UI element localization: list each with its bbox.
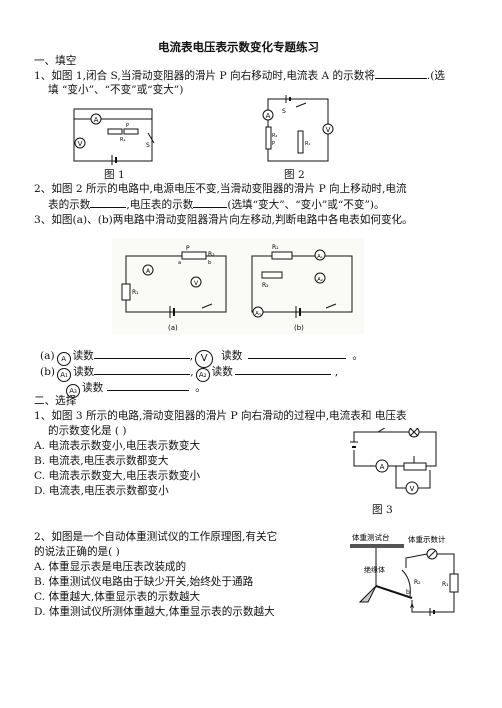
- section-choice: 二、选择: [34, 395, 77, 407]
- q2-blank-current[interactable]: [90, 197, 127, 208]
- page-title: 电流表电压表示数变化专题练习: [158, 40, 319, 54]
- figure-3-circuit: A V: [350, 428, 437, 495]
- ammeter-a1-icon: A₁: [57, 368, 72, 382]
- figure-1-caption: 图 1: [104, 169, 125, 181]
- fig1-p-label: P: [126, 123, 129, 129]
- q3-text: 3、如图(a)、(b)两电路中滑动变阻器滑片向左移动,判断电路中各电表如何变化。: [34, 214, 413, 226]
- q2-blank-voltage[interactable]: [193, 197, 228, 208]
- ammeter-a-icon: A: [56, 352, 71, 366]
- fig2-p-label: P: [272, 141, 275, 147]
- fig3a-r1-label: R₁: [132, 289, 139, 296]
- answer-a-ammeter-blank[interactable]: [93, 348, 190, 359]
- fig1-voltmeter-label: V: [78, 140, 83, 148]
- figure-2-caption: 图 2: [284, 169, 305, 181]
- fig5-b-label: b: [406, 589, 410, 596]
- q4-option-b[interactable]: B. 电流表,电压表示数都变大: [34, 455, 169, 467]
- q5-option-b[interactable]: B. 体重测试仪电路由于缺少开关,始终处于通路: [34, 576, 254, 588]
- q4-option-a[interactable]: A. 电流表示数变小,电压表示数变大: [34, 440, 201, 452]
- answer-b-a1-blank[interactable]: [94, 364, 191, 375]
- fig3a-ammeter-label: A: [146, 268, 151, 275]
- fig3a-r2-label: R₂: [208, 251, 215, 258]
- fig5-r1-label: R₁: [442, 581, 449, 588]
- q5-text: 2、如图是一个自动体重测试仪的工作原理图,有关它: [34, 531, 278, 543]
- q1-answer-blank[interactable]: [374, 68, 427, 79]
- fig5-meter-label: 体重示数计: [408, 534, 446, 544]
- fig3b-a2-label: A₂: [317, 277, 322, 283]
- q5-option-c[interactable]: C. 体重越大,体重显示表的示数越大: [34, 591, 201, 603]
- fig2-switch-label: S: [282, 108, 286, 115]
- figure-1-circuit: A R₁ P V S: [73, 108, 155, 165]
- fig3a-b-label: b: [208, 260, 211, 266]
- fig1-switch-label: S: [146, 142, 150, 149]
- fig3a-p-label: P: [186, 245, 190, 252]
- fig3b-a1-label: A₁: [317, 254, 322, 260]
- q4-option-c[interactable]: C. 电流表示数变大,电压表示数变小: [34, 470, 201, 482]
- q4-text-2: 的示数变化是 ( ): [48, 425, 127, 437]
- q5-text-2: 的说法正确的是( ): [34, 546, 120, 558]
- fig5-a-label: A: [410, 603, 415, 610]
- q1-hint: 填 “变小”、“不变”或“变大”): [48, 84, 184, 96]
- fig1-r1-label: R₁: [120, 137, 125, 143]
- fig5-r2-label: R₂: [414, 579, 421, 586]
- q4-text: 1、如图 3 所示的电路,滑动变阻器的滑片 P 向右滑动的过程中,电流表和 电压…: [34, 410, 407, 422]
- fig3a-a-label: a: [178, 260, 181, 266]
- fig3b-a3-label: A₃: [255, 311, 260, 317]
- figure-weight-tester: 体重测试台 绝缘体 体重示数计 R₁ R₂ b A: [350, 532, 459, 616]
- ammeter-a3-icon: A₃: [66, 384, 80, 398]
- q4-option-d[interactable]: D. 电流表,电压表示数都变小: [34, 485, 169, 497]
- answer-a-voltmeter-blank[interactable]: [248, 348, 347, 359]
- ammeter-a2-icon: A₂: [195, 368, 210, 382]
- q1-text: 1、如图 1,闭合 S,当滑动变阻器的滑片 P 向右移动时,电流表 A 的示数将…: [34, 68, 445, 82]
- fig3-voltmeter-label: V: [410, 485, 415, 493]
- q5-option-a[interactable]: A. 体重显示表是电压表改装成的: [34, 561, 187, 573]
- fig2-r2-label: R₂: [272, 133, 277, 139]
- fig1-ammeter-label: A: [94, 116, 99, 124]
- fig2-voltmeter-label: V: [326, 126, 331, 134]
- fig3b-label: (b): [294, 324, 304, 332]
- section-fill-blank: 一、填空: [34, 55, 77, 67]
- fig3a-voltmeter-label: V: [194, 280, 199, 287]
- q2-text-2: 表的示数,电压表的示数(选填“变大”、“变小”或“不变”)。: [48, 197, 385, 211]
- answer-b-a2-blank[interactable]: [234, 364, 331, 375]
- fig3b-r2-label: R₂: [262, 282, 269, 289]
- figure-3-caption: 图 3: [372, 504, 393, 516]
- fig2-r1-label: R₁: [305, 141, 310, 147]
- fig5-platform-label: 体重测试台: [352, 532, 390, 542]
- voltmeter-a-icon: V: [195, 350, 214, 368]
- fig3a-label: (a): [168, 324, 178, 332]
- q5-option-d[interactable]: D. 体重测试仪所测体重越大,体重显示表的示数越大: [34, 606, 275, 618]
- fig3-ammeter-label: A: [380, 463, 385, 471]
- fig2-ammeter-label: A: [266, 112, 271, 120]
- figure-2-circuit: S A R₂ P R₁ V: [262, 95, 334, 162]
- q2-text: 2、如图 2 所示的电路中,电源电压不变,当滑动变阻器的滑片 P 向上移动时,电…: [34, 183, 407, 195]
- fig5-insulator-label: 绝缘体: [364, 565, 385, 574]
- answer-b-a3-blank[interactable]: [107, 380, 190, 391]
- fig3b-r1-label: R₁: [272, 244, 279, 251]
- figure-3ab-circuits: A P R₂ a b V R₁ (a) R₁ A₁ R₂ A₂ A₃ (b): [112, 238, 364, 334]
